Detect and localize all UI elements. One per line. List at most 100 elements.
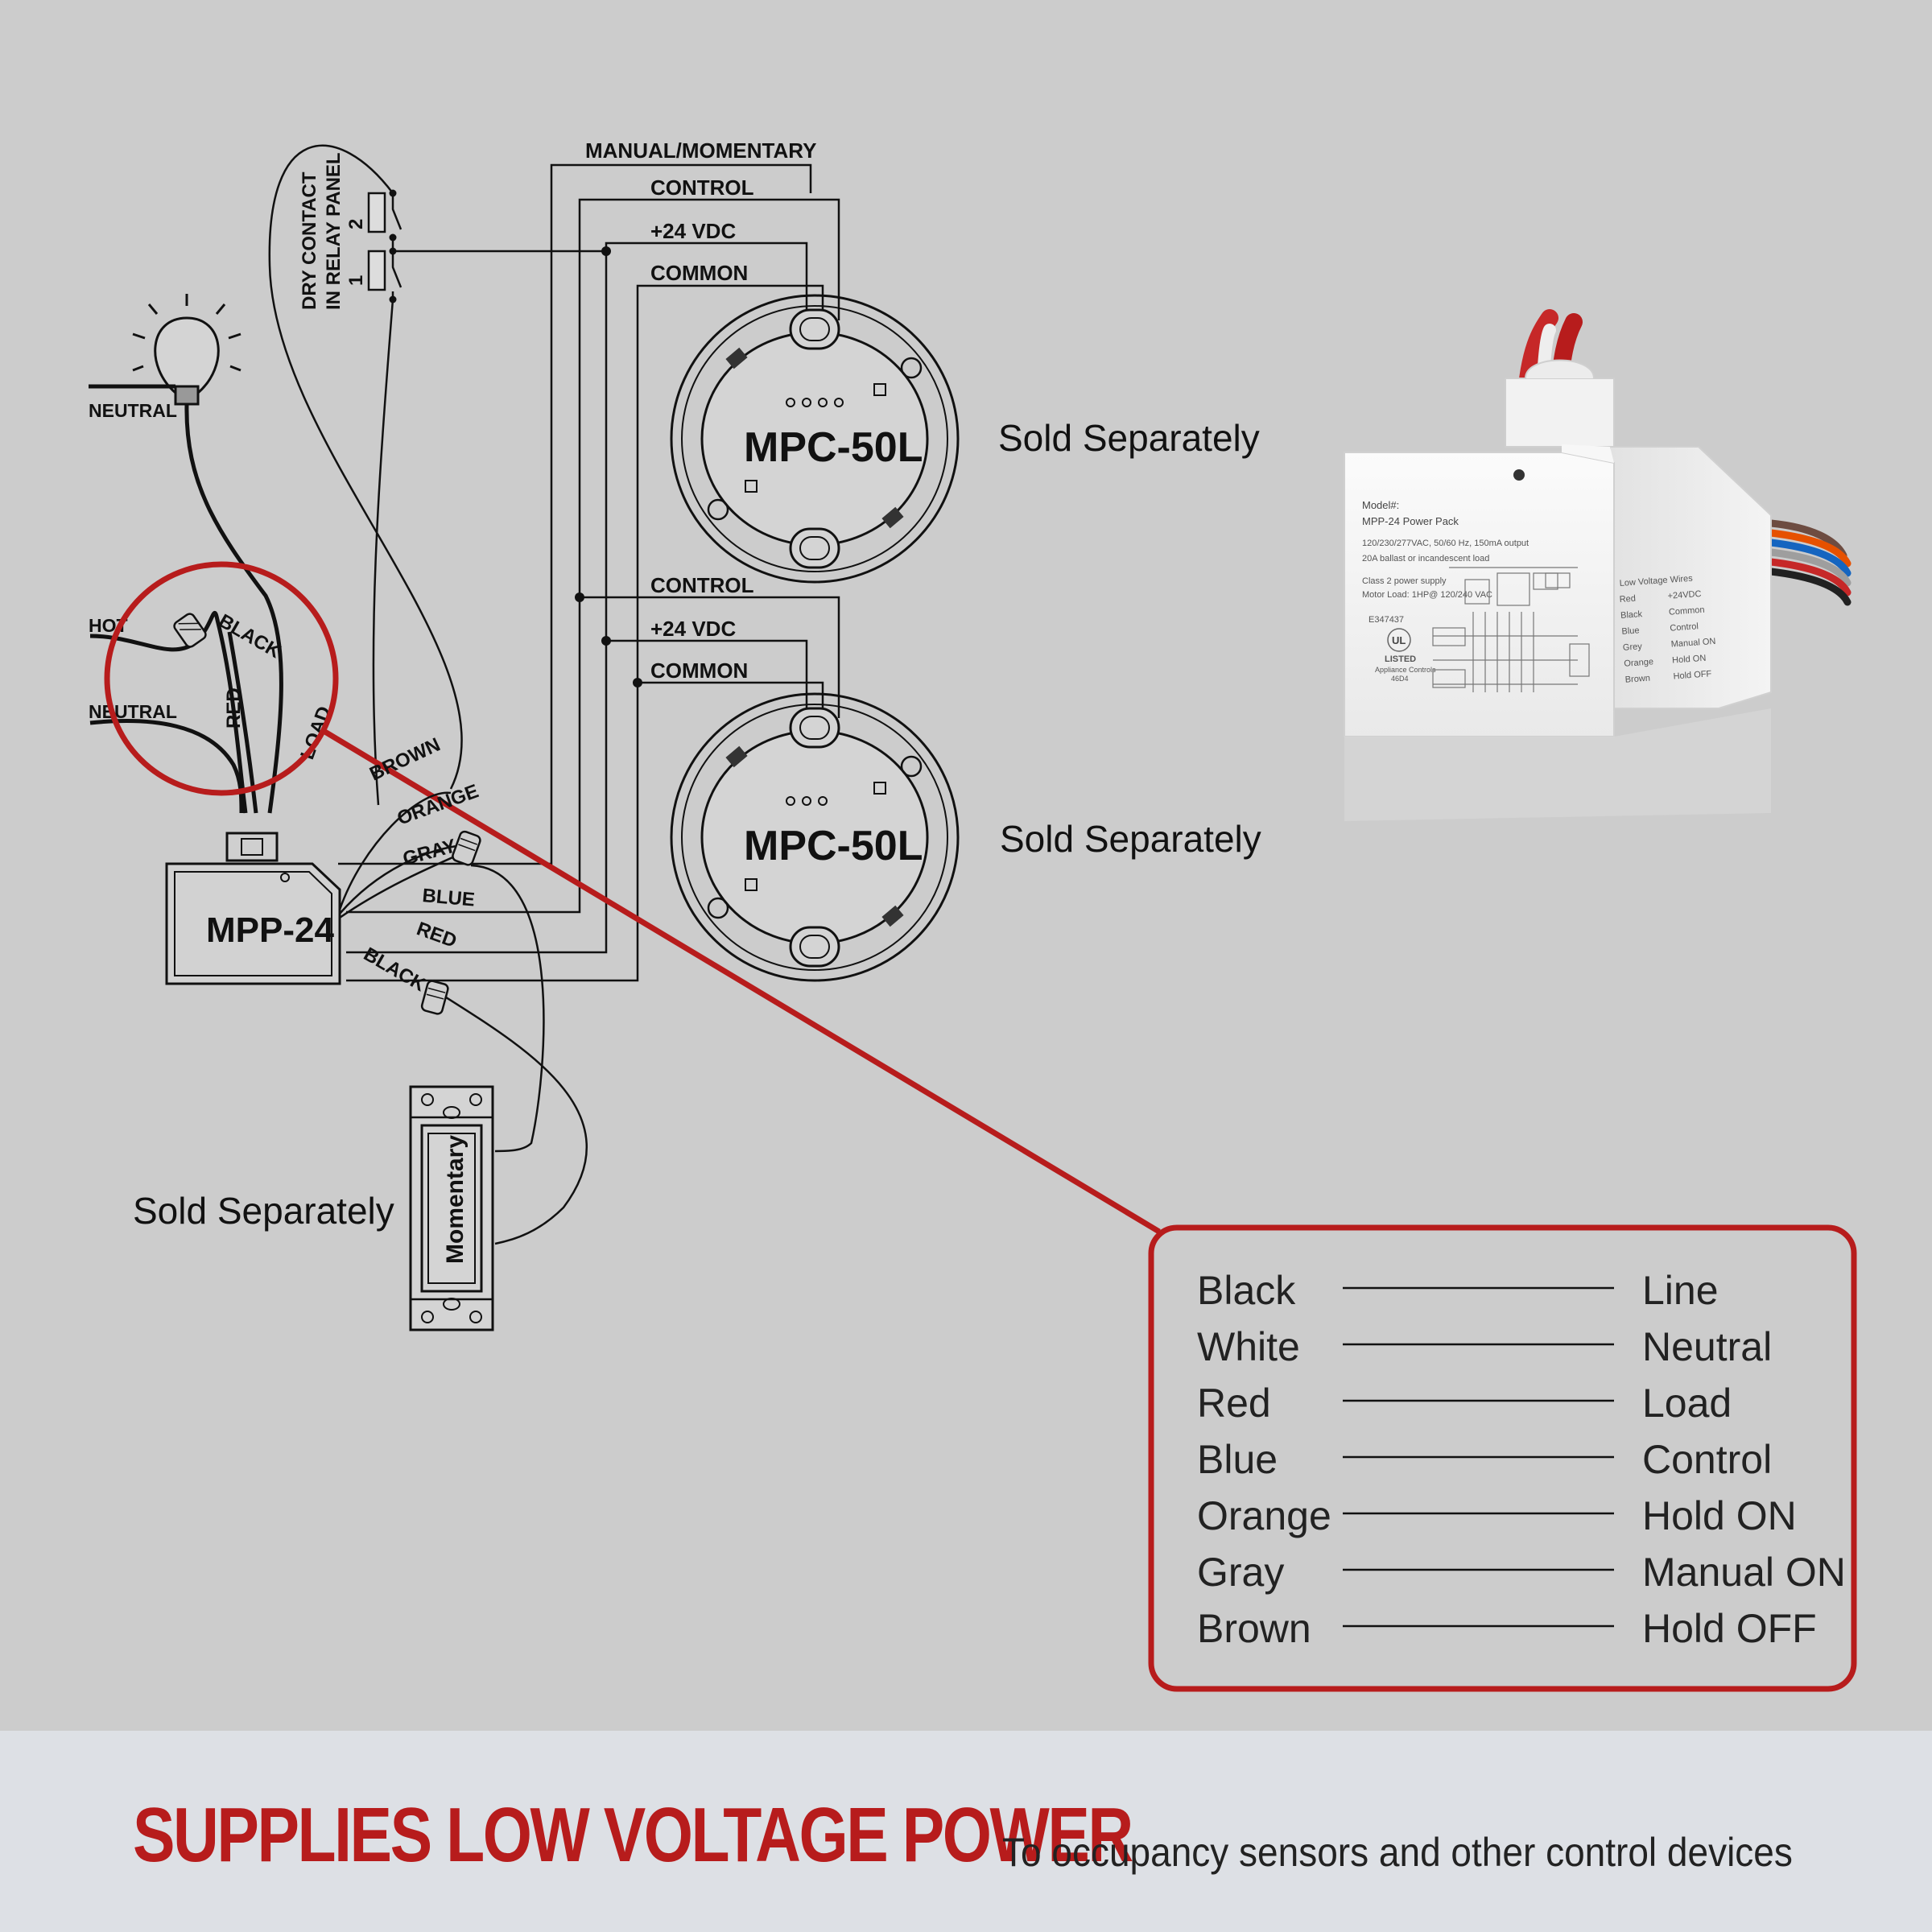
product-schematic-lines: [1432, 567, 1590, 692]
wire-nut-black-lv: [420, 980, 449, 1015]
relay-contact-box-2: [367, 192, 386, 233]
momentary-switch: Momentary: [409, 1085, 494, 1331]
low-voltage-bus-wires: [338, 163, 840, 982]
brown-wire: [338, 791, 452, 910]
wire-color-legend: Black Line White Neutral Red Load Blue C…: [1148, 1224, 1857, 1692]
wire-nut-gray: [452, 830, 481, 866]
wiring-diagram: MANUAL/MOMENTARY CONTROL +24 VDC COMMON …: [89, 138, 1857, 1692]
wire-label-common-2: COMMON: [650, 658, 748, 683]
sensor-2-label: MPC-50L: [744, 823, 923, 869]
product-lv-fn: Hold OFF: [1673, 669, 1712, 681]
legend-row: Red Load: [1197, 1381, 1732, 1426]
legend-function: Neutral: [1642, 1324, 1772, 1369]
sensor-1-label: MPC-50L: [744, 424, 923, 471]
product-lv-fn: Common: [1669, 605, 1705, 617]
wire-label-manual-momentary: MANUAL/MOMENTARY: [585, 138, 816, 163]
junction-dot: [575, 592, 584, 602]
wire-label-24vdc-1: +24 VDC: [650, 219, 736, 243]
relay-dot: [389, 247, 397, 255]
sold-separately-sensor-2: Sold Separately: [1000, 818, 1261, 860]
relay-dots: [389, 189, 397, 303]
legend-row: Black Line: [1197, 1268, 1719, 1313]
label-red: RED: [223, 687, 245, 729]
wire-label-common-1: COMMON: [650, 261, 748, 285]
product-spec-4: Motor Load: 1HP@ 120/240 VAC: [1362, 590, 1492, 600]
neutral-wire: [89, 719, 244, 814]
product-spec-1: 120/230/277VAC, 50/60 Hz, 150mA output: [1362, 539, 1529, 548]
sensor-mpc50l-1: MPC-50L: [670, 294, 960, 584]
product-lv-color: Red: [1619, 594, 1636, 605]
line-voltage-wires: [89, 384, 283, 814]
power-pack-lv-wires: [338, 791, 588, 1245]
product-lv-color: Grey: [1623, 642, 1643, 653]
label-black-lv: BLACK: [360, 943, 430, 997]
product-listed-sub1: Appliance Controls: [1375, 666, 1436, 674]
wire-label-control-2: CONTROL: [650, 573, 754, 597]
relay-dot: [389, 189, 397, 197]
wire-label-24vdc-2: +24 VDC: [650, 617, 736, 641]
zoom-callout-circle: [104, 561, 339, 796]
product-lv-fn: Hold ON: [1672, 654, 1707, 666]
dry-contact-relay: [268, 144, 463, 806]
product-model-name: MPP-24 Power Pack: [1362, 515, 1459, 527]
product-lv-rows: Red +24VDC Black Common Blue Control Gre…: [1619, 589, 1715, 685]
junction-dot: [601, 636, 611, 646]
bus-junctions: [575, 246, 642, 687]
switch-label: Momentary: [442, 1135, 469, 1264]
label-neutral-line: NEUTRAL: [89, 701, 177, 722]
product-photo-power-pack: Model#: MPP-24 Power Pack 120/230/277VAC…: [1344, 309, 1852, 821]
legend-color: Red: [1197, 1381, 1271, 1426]
light-bulb-icon: [132, 294, 242, 406]
legend-function: Load: [1642, 1381, 1732, 1426]
power-pack-mpp24: MPP-24: [165, 832, 341, 985]
relay-contact-number-1: 1: [345, 275, 367, 286]
legend-color: Orange: [1197, 1493, 1331, 1538]
product-lv-fn: Manual ON: [1670, 637, 1715, 650]
label-blue: BLUE: [421, 885, 475, 911]
legend-function: Manual ON: [1642, 1550, 1846, 1595]
relay-dot: [389, 233, 397, 242]
sensor-mpc50l-2: MPC-50L: [670, 692, 960, 982]
legend-function: Line: [1642, 1268, 1719, 1313]
control-bus-1: [346, 198, 840, 914]
relay-contact-number-2: 2: [345, 219, 367, 229]
product-lv-color: Black: [1620, 609, 1643, 621]
black-switch-wire: [434, 989, 588, 1245]
legend-function: Control: [1642, 1437, 1772, 1482]
wire-label-control-1: CONTROL: [650, 175, 754, 200]
zoom-callout-leader: [322, 728, 1161, 1235]
vdc24-bus-2: [606, 639, 808, 718]
legend-row: Gray Manual ON: [1197, 1550, 1846, 1595]
label-orange: ORANGE: [394, 780, 481, 829]
legend-color: Brown: [1197, 1606, 1311, 1651]
svg-text:UL: UL: [1392, 634, 1406, 646]
orange-wire: [339, 844, 464, 914]
relay-switch-2: [391, 193, 402, 251]
product-lv-fn: Control: [1670, 621, 1699, 633]
footer-band: [0, 1731, 1932, 1932]
wire-nut-black: [173, 613, 207, 648]
ul-listed-mark: UL LISTED Appliance Controls 46D4: [1375, 628, 1436, 683]
product-file-number: E347437: [1368, 615, 1404, 625]
relay-contact-box-1: [367, 250, 386, 291]
product-model-label: Model#:: [1362, 499, 1399, 511]
power-pack-label: MPP-24: [206, 910, 334, 950]
label-red-lv: RED: [414, 918, 460, 952]
relay-return-wire: [372, 299, 394, 806]
label-gray: GRAY: [401, 835, 459, 869]
product-lv-color: Orange: [1624, 657, 1653, 669]
sold-separately-switch: Sold Separately: [133, 1190, 394, 1232]
junction-dot: [601, 246, 611, 256]
control-bus-2: [580, 596, 840, 718]
common-bus-2: [638, 681, 824, 718]
switch-loop-wire: [470, 864, 545, 1153]
product-spec-2: 20A ballast or incandescent load: [1362, 554, 1489, 564]
footer-subtitle: To occupancy sensors and other control d…: [1002, 1830, 1793, 1875]
red-wire: [227, 631, 258, 814]
relay-label-line1: DRY CONTACT: [299, 171, 320, 310]
product-listed: LISTED: [1385, 654, 1416, 664]
sold-separately-sensor-1: Sold Separately: [998, 417, 1260, 459]
legend-color: White: [1197, 1324, 1300, 1369]
product-lv-color: Blue: [1621, 625, 1640, 637]
